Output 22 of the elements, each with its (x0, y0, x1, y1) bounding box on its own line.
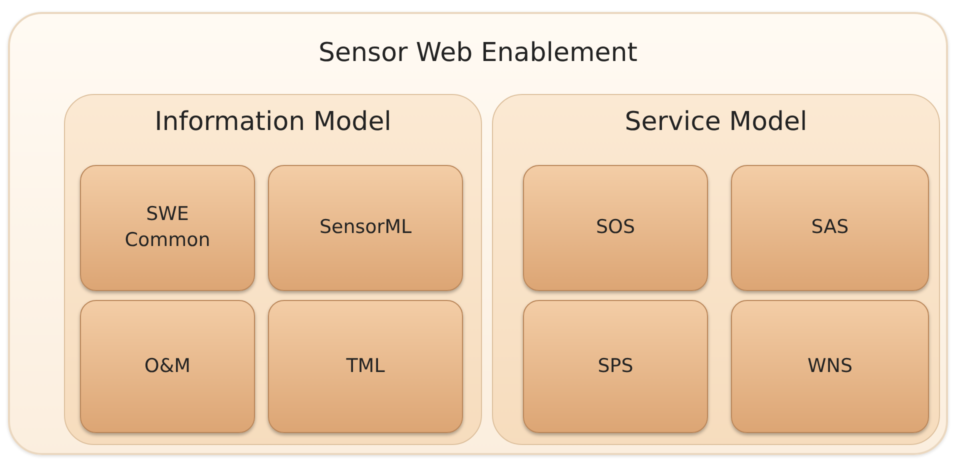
component-box (80, 300, 255, 433)
component-label: SAS (810, 215, 850, 240)
model-group (64, 94, 482, 445)
component-label: WNS (806, 354, 854, 379)
component-box (523, 165, 708, 291)
model-group (492, 94, 940, 445)
component-label: O&M (143, 354, 192, 379)
diagram-frame (8, 12, 948, 455)
component-label: SensorML (318, 215, 413, 240)
component-box (731, 165, 929, 291)
component-box (268, 300, 463, 433)
component-label: SPS (596, 354, 634, 379)
group-heading: Information Model (154, 107, 392, 137)
component-label: SWE Common (124, 202, 212, 253)
component-box (268, 165, 463, 291)
component-box (80, 165, 255, 291)
component-label: SOS (594, 215, 636, 240)
group-heading: Service Model (624, 107, 808, 137)
component-box (731, 300, 929, 433)
component-label: TML (345, 354, 386, 379)
component-box (523, 300, 708, 433)
group-heading: Sensor Web Enablement (318, 38, 638, 68)
